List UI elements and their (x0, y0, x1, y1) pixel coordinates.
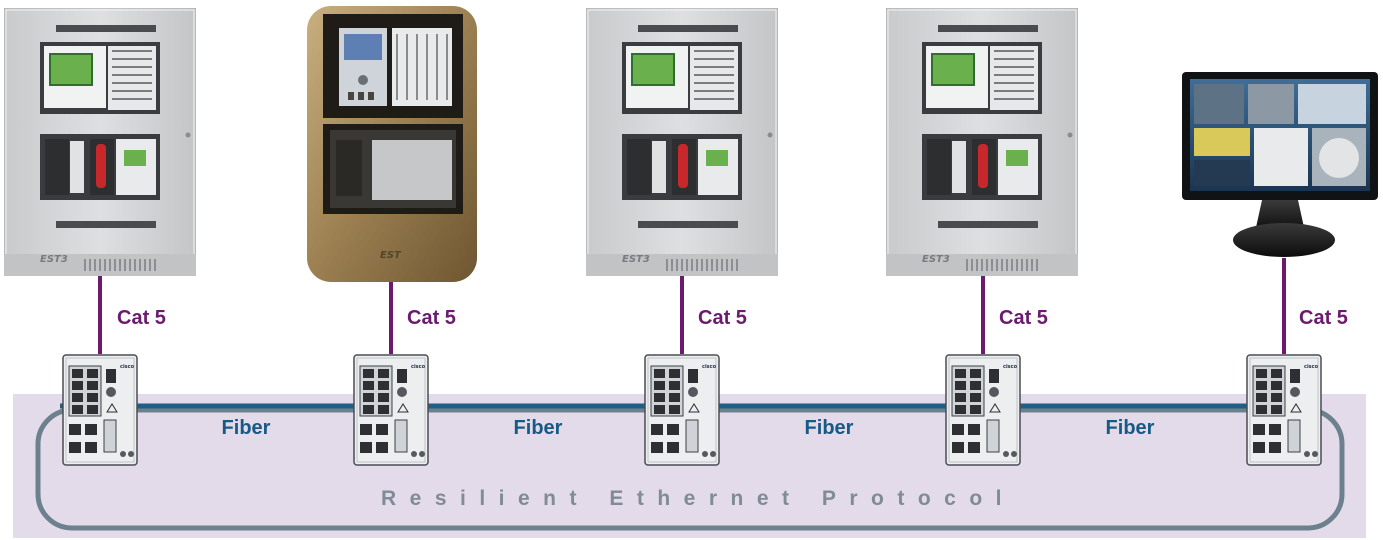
ethernet-switch-icon (1246, 354, 1322, 466)
svg-text:cisco: cisco (702, 364, 717, 370)
fiber-label: Fiber (514, 417, 563, 439)
svg-text:cisco: cisco (120, 364, 135, 370)
fire-alarm-panel-icon (4, 8, 196, 276)
monitor-workstation (1182, 72, 1378, 257)
ethernet-switch-4: cisco (945, 354, 1021, 466)
fiber-label: Fiber (222, 417, 271, 439)
fiber-labels: Fiber Fiber Fiber Fiber (222, 417, 1155, 439)
cat5-label: Cat 5 (407, 307, 456, 329)
svg-text:cisco: cisco (411, 364, 426, 370)
fire-alarm-panel-icon (886, 8, 1078, 276)
cat5-labels: Cat 5 Cat 5 Cat 5 Cat 5 Cat 5 (117, 307, 1348, 329)
ethernet-switch-icon (945, 354, 1021, 466)
svg-text:cisco: cisco (1003, 364, 1018, 370)
fire-alarm-panel-icon (586, 8, 778, 276)
fiber-label: Fiber (1106, 417, 1155, 439)
cat5-label: Cat 5 (117, 307, 166, 329)
svg-text:EST: EST (380, 250, 402, 261)
ethernet-switch-5: cisco (1246, 354, 1322, 466)
ethernet-switch-3: cisco (644, 354, 720, 466)
svg-text:EST3: EST3 (622, 254, 650, 265)
cat5-label: Cat 5 (698, 307, 747, 329)
ethernet-switch-icon (644, 354, 720, 466)
fire-panel-3: EST3 (586, 8, 778, 276)
ethernet-switch-1: cisco (62, 354, 138, 466)
svg-text:EST3: EST3 (40, 254, 68, 265)
ethernet-switch-2: cisco (353, 354, 429, 466)
svg-text:cisco: cisco (1304, 364, 1319, 370)
ring-label: Resilient Ethernet Protocol (381, 487, 1015, 510)
svg-text:EST3: EST3 (922, 254, 950, 265)
fiber-label: Fiber (805, 417, 854, 439)
ethernet-switch-icon (62, 354, 138, 466)
ethernet-switch-icon (353, 354, 429, 466)
cat5-label: Cat 5 (999, 307, 1048, 329)
fire-panel-1: EST3 (4, 8, 196, 276)
fire-panel-4: EST3 (886, 8, 1078, 276)
cat5-label: Cat 5 (1299, 307, 1348, 329)
cat5-links (98, 258, 1286, 354)
brass-fire-panel: EST (307, 6, 477, 282)
